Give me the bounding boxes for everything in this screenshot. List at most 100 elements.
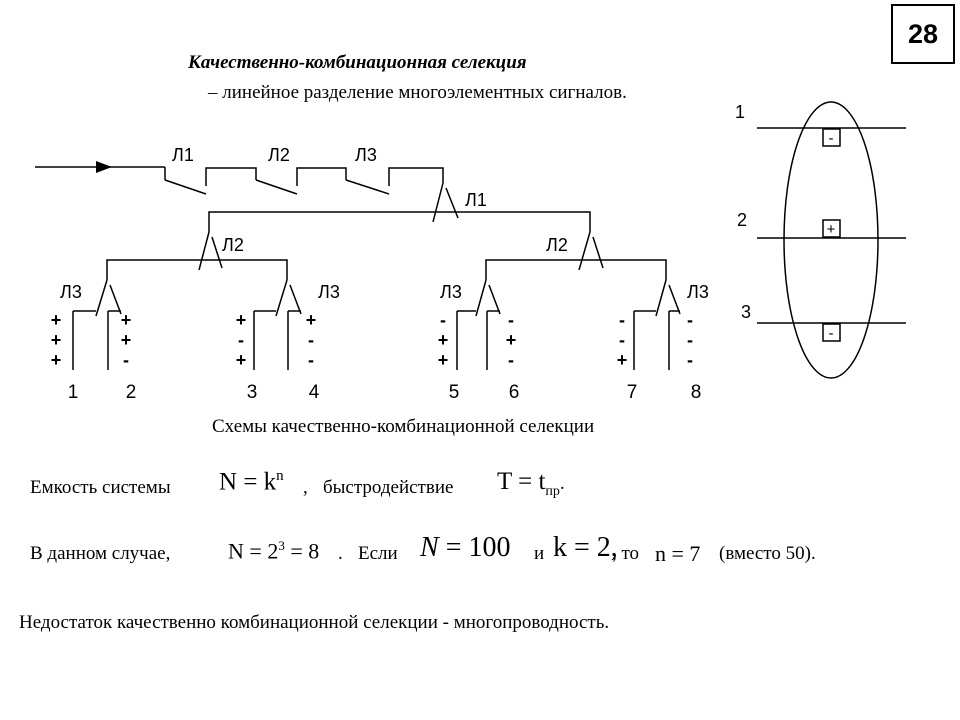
speed-end: .	[559, 473, 565, 494]
fork-l2-right-a	[578, 231, 591, 271]
slide-subtitle: – линейное разделение многоэлементных си…	[208, 82, 627, 103]
capacity-separator: ,	[303, 477, 308, 498]
sign-box-3	[822, 323, 841, 342]
fork-l1-left	[432, 182, 444, 223]
example-lhs: N	[228, 538, 244, 564]
label-l3-3: Л3	[440, 282, 462, 302]
output-number-6: 6	[509, 382, 520, 403]
branch-l2-right-bar	[485, 259, 667, 280]
switch-contact-l3	[296, 167, 347, 186]
example-n-equation: N = 100	[420, 532, 511, 563]
capacity-label: Емкость системы	[30, 477, 171, 498]
ellipse-diagram	[757, 101, 906, 379]
example-n-result-value: 7	[689, 541, 701, 566]
speed-lhs: T	[497, 468, 512, 495]
example-if: Если	[358, 543, 398, 564]
example-exp: 3	[278, 538, 285, 553]
example-note: (вместо 50).	[719, 543, 816, 564]
output-number-5: 5	[449, 382, 460, 403]
fork-l1-right	[445, 187, 459, 219]
output-number-4: 4	[309, 382, 320, 403]
drawback-text: Недостаток качественно комбинационной се…	[19, 612, 610, 633]
output-number-1: 1	[68, 382, 79, 403]
speed-rhs: t	[538, 468, 546, 495]
output-5-sign-2: +	[438, 330, 449, 350]
wire-label-1: 1	[735, 102, 745, 122]
output-2-sign-3: -	[123, 350, 129, 370]
output-3-sign-3: +	[236, 350, 247, 370]
fork-l2-right-b	[592, 236, 604, 269]
example-prefix: В данном случае,	[30, 543, 171, 564]
page-number: 28	[907, 18, 939, 49]
output-4-sign-2: -	[308, 330, 314, 350]
box-sign-2: +	[827, 221, 836, 238]
wire-label-3: 3	[741, 302, 751, 322]
label-top-l2: Л2	[268, 145, 290, 165]
example-dot: .	[338, 543, 343, 564]
diagram-caption: Схемы качественно-комбинационной селекци…	[212, 416, 595, 437]
speed-formula: T = tпр.	[497, 468, 565, 499]
output-6-sign-3: -	[508, 350, 514, 370]
output-number-8: 8	[691, 382, 702, 403]
capacity-base: k	[263, 468, 277, 496]
sign-box-1	[822, 128, 841, 147]
output-8-sign-3: -	[687, 350, 693, 370]
output-6-sign-1: -	[508, 310, 514, 330]
label-second-l1: Л1	[465, 190, 487, 210]
outputs-layer: +++1++-2+-+3+--4-++5-+-6--+7---8	[51, 310, 702, 403]
output-2-sign-2: +	[121, 330, 132, 350]
output-7-sign-2: -	[619, 330, 625, 350]
output-2-sign-1: +	[121, 310, 132, 330]
switch-blade-l2	[255, 179, 298, 195]
input-arrowhead	[96, 161, 112, 173]
label-l3-4: Л3	[687, 282, 709, 302]
capacity-formula: N = kn	[219, 468, 284, 496]
label-l2-right: Л2	[546, 235, 568, 255]
output-number-7: 7	[627, 382, 638, 403]
branch-l1-bar	[208, 211, 591, 232]
label-l3-2: Л3	[318, 282, 340, 302]
output-number-2: 2	[126, 382, 137, 403]
output-5-sign-1: -	[440, 310, 446, 330]
example-k-value: 2,	[596, 532, 618, 563]
page-number-box: 28	[891, 4, 955, 64]
speed-sub: пр	[545, 484, 560, 499]
output-1-sign-1: +	[51, 310, 62, 330]
example-and: и	[534, 543, 545, 564]
branch-l2-left-bar	[106, 259, 288, 280]
switch-blade-l1	[164, 179, 207, 195]
ellipse-outline	[783, 101, 879, 379]
speed-label: быстродействие	[323, 477, 454, 498]
output-8-sign-2: -	[687, 330, 693, 350]
capacity-lhs: N	[219, 468, 238, 496]
example-base: 2	[267, 538, 279, 564]
box-sign-1: -	[829, 130, 834, 147]
example-equation: N = 23 = 8	[228, 538, 320, 564]
output-7-sign-3: +	[617, 350, 628, 370]
output-number-3: 3	[247, 382, 258, 403]
switch-contact-l2	[205, 167, 257, 186]
sign-box-2	[822, 219, 841, 238]
example-n-result-lhs: n	[655, 541, 666, 566]
fork-l2-left-a	[198, 231, 210, 271]
label-l2-left: Л2	[222, 235, 244, 255]
output-4-sign-1: +	[306, 310, 317, 330]
output-1-sign-3: +	[51, 350, 62, 370]
slide-title: Качественно-комбинационная селекция	[188, 52, 527, 73]
output-6-sign-2: +	[506, 330, 517, 350]
output-4-sign-3: -	[308, 350, 314, 370]
output-3-sign-2: -	[238, 330, 244, 350]
example-then: , то	[612, 543, 640, 564]
wire-label-2: 2	[737, 210, 747, 230]
output-1-sign-2: +	[51, 330, 62, 350]
switch-blade-l3	[345, 179, 390, 195]
example-k-lhs: k	[553, 532, 567, 563]
output-7-sign-1: -	[619, 310, 625, 330]
label-top-l3: Л3	[355, 145, 377, 165]
switch-contact-out	[388, 167, 444, 186]
example-k-equation: k = 2,	[553, 532, 618, 563]
label-top-l1: Л1	[172, 145, 194, 165]
example-n-result-equation: n = 7	[655, 541, 701, 566]
